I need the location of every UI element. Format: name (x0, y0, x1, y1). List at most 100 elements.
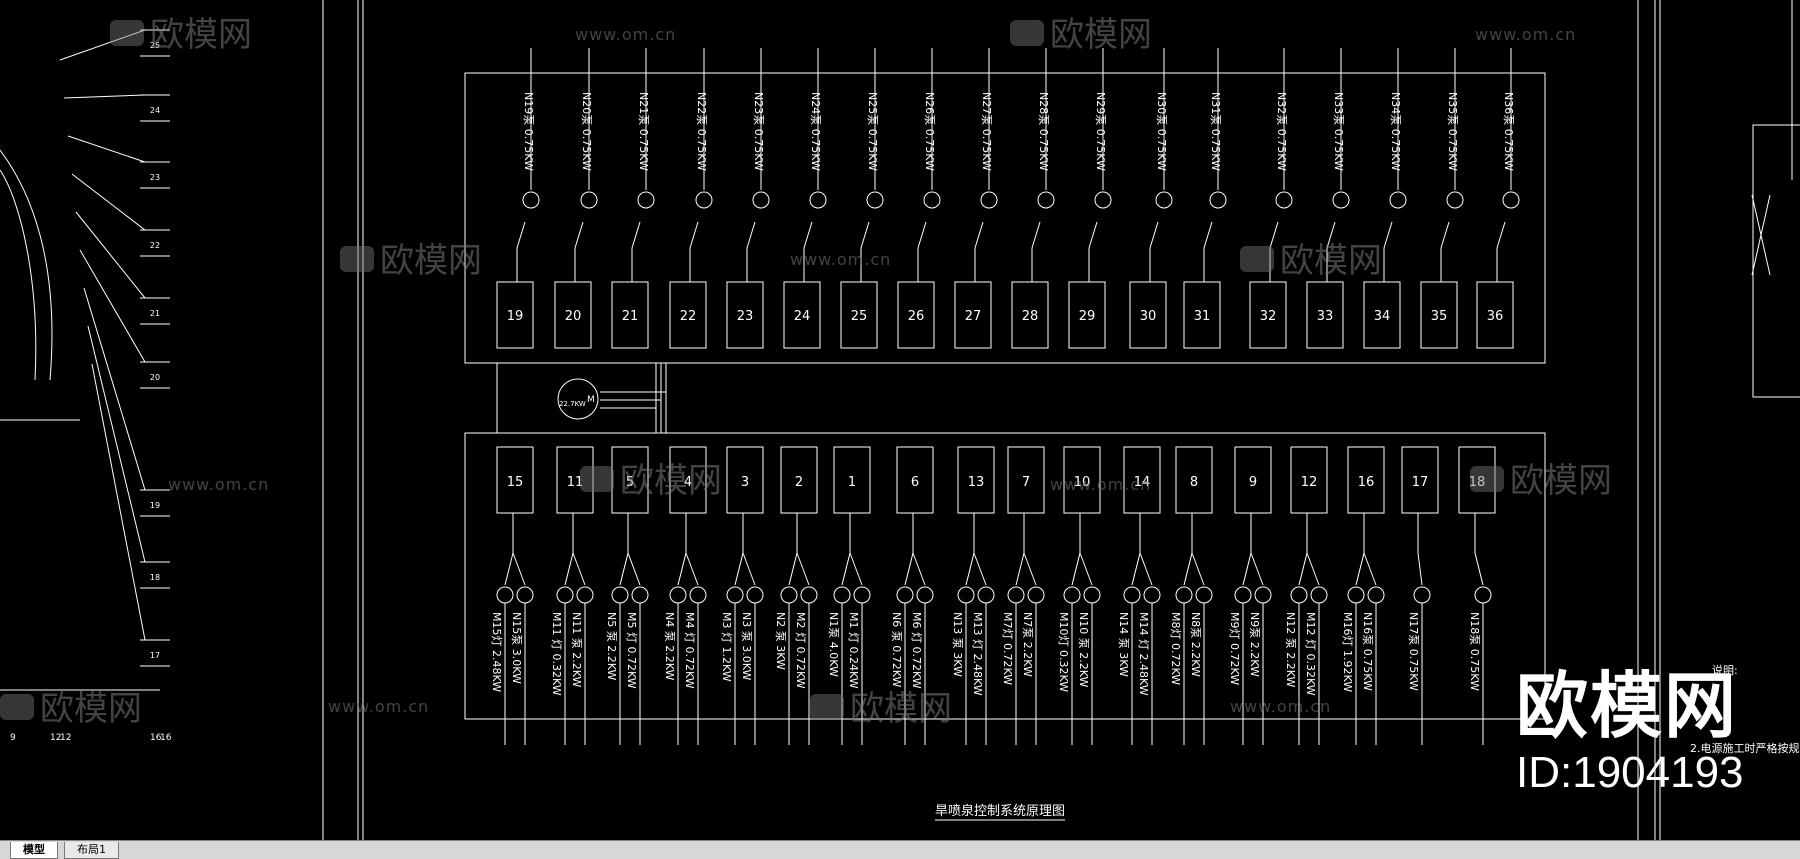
left-circuit-label: 24 (150, 106, 160, 115)
terminal-circle (1389, 191, 1407, 209)
tab-model[interactable]: 模型 (10, 842, 58, 859)
contactor-number: 17 (1412, 475, 1429, 490)
load-label: M10灯 0.32KW (1057, 612, 1070, 692)
terminal-circle (896, 586, 914, 604)
contactor-box (1458, 446, 1496, 514)
contactor-number: 4 (684, 475, 692, 490)
terminal-circle (780, 586, 798, 604)
contactor-box (1363, 281, 1401, 349)
layout-tab-bar: 模型 布局1 (0, 840, 1800, 859)
contactor-number: 8 (1190, 475, 1198, 490)
contactor-box (1175, 446, 1213, 514)
pump-label: N19泵 0.75KW (522, 92, 535, 171)
motor-symbol-letter: M (587, 395, 595, 405)
load-label: N15泵 3.0KW (510, 612, 523, 684)
contactor-number: 3 (741, 475, 749, 490)
terminal-circle (800, 586, 818, 604)
contactor-box (897, 281, 935, 349)
terminal-circle (1474, 586, 1492, 604)
watermark-url: www.om.cn (328, 697, 429, 716)
terminal-circle (1332, 191, 1350, 209)
watermark-brand: 欧模网 (380, 241, 482, 281)
tab-layout1[interactable]: 布局1 (64, 842, 119, 859)
contactor-number: 11 (567, 475, 584, 490)
contactor-box (556, 446, 594, 514)
load-label: M6 灯 0.72KW (910, 612, 923, 689)
terminal-circle (1094, 191, 1112, 209)
contactor-number: 36 (1487, 309, 1504, 324)
contactor-number: 21 (622, 309, 639, 324)
terminal-circle (916, 586, 934, 604)
pump-label: N25泵 0.75KW (866, 92, 879, 171)
watermark-brand: 欧模网 (150, 15, 252, 55)
terminal-circle (1413, 586, 1431, 604)
terminal-circle (1254, 586, 1272, 604)
load-label: N13 泵 3KW (951, 612, 964, 677)
watermark-url: www.om.cn (1475, 25, 1576, 44)
load-label: N6 泵 0.72KW (890, 612, 903, 688)
contactor-number: 34 (1374, 309, 1391, 324)
pump-label: N33泵 0.75KW (1332, 92, 1345, 171)
terminal-circle (496, 586, 514, 604)
terminal-circle (1234, 586, 1252, 604)
load-label: M1 灯 0.24KW (847, 612, 860, 689)
contactor-box (1401, 446, 1439, 514)
terminal-circle (637, 191, 655, 209)
contactor-number: 14 (1134, 475, 1151, 490)
terminal-circle (669, 586, 687, 604)
brand-overlay-id: ID:1904193 (1516, 748, 1744, 797)
contactor-number: 31 (1194, 309, 1211, 324)
terminal-circle (957, 586, 975, 604)
load-label: M13 灯 2.48KW (971, 612, 984, 696)
terminal-circle (752, 191, 770, 209)
watermark-brand: 欧模网 (1050, 15, 1152, 55)
contactor-number: 28 (1022, 309, 1039, 324)
load-label: N16泵 0.75KW (1361, 612, 1374, 691)
contactor-box (1183, 281, 1221, 349)
contactor-number: 27 (965, 309, 982, 324)
contactor-number: 30 (1140, 309, 1157, 324)
load-label: M2 灯 0.72KW (794, 612, 807, 689)
load-label: N18泵 0.75KW (1468, 612, 1481, 691)
load-label: N14 泵 3KW (1117, 612, 1130, 677)
pump-label: N20泵 0.75KW (580, 92, 593, 171)
terminal-circle (1446, 191, 1464, 209)
load-label: M5 灯 0.72KW (625, 612, 638, 689)
terminal-circle (522, 191, 540, 209)
load-label: N2 泵 3KW (774, 612, 787, 670)
pump-label: N35泵 0.75KW (1446, 92, 1459, 171)
left-terminal-number: 12 (60, 733, 71, 743)
contactor-box (611, 281, 649, 349)
terminal-circle (923, 191, 941, 209)
left-terminal-number: 9 (10, 733, 16, 743)
load-label: N5 泵 2.2KW (605, 612, 618, 681)
contactor-box (1011, 281, 1049, 349)
terminal-circle (1195, 586, 1213, 604)
terminal-circle (1502, 191, 1520, 209)
contactor-number: 23 (737, 309, 754, 324)
pump-label: N28泵 0.75KW (1037, 92, 1050, 171)
contactor-number: 10 (1074, 475, 1091, 490)
contactor-box (1129, 281, 1167, 349)
left-circuit-label: 25 (150, 41, 160, 50)
brand-overlay: 欧模网 ID:1904193 (1516, 670, 1776, 798)
terminal-circle (809, 191, 827, 209)
terminal-circle (853, 586, 871, 604)
brand-overlay-name: 欧模网 (1516, 664, 1739, 748)
contactor-box (669, 446, 707, 514)
contactor-number: 33 (1317, 309, 1334, 324)
